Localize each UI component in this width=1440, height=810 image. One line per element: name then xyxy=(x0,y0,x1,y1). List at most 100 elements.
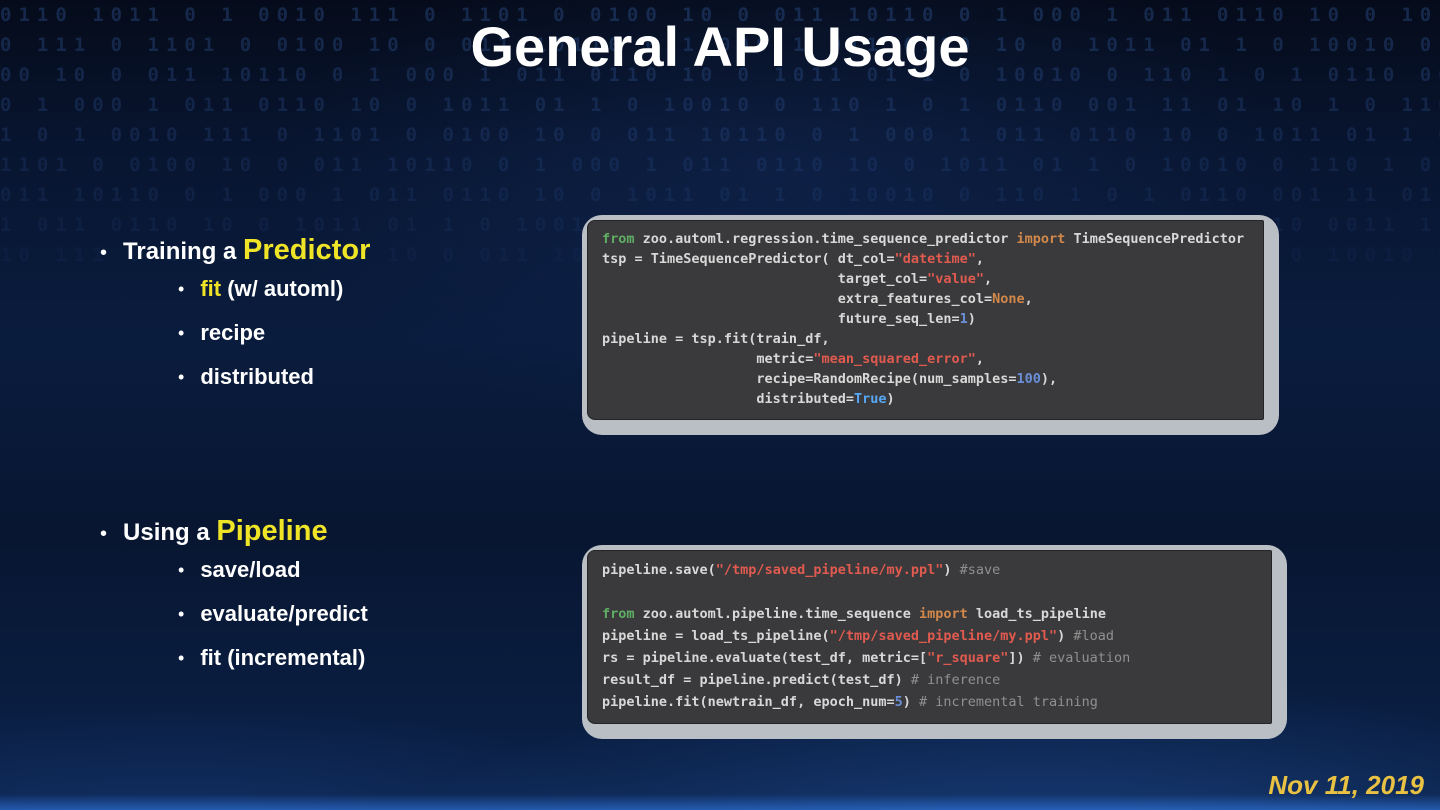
binary-row: 011 10110 0 1 000 1 011 0110 10 0 1011 0… xyxy=(0,184,1440,206)
code-token: True xyxy=(853,391,887,407)
code-line: extra_features_col=None, xyxy=(602,289,1254,309)
code-token: future_seq_len= xyxy=(602,311,960,327)
code-token: , xyxy=(984,271,993,287)
code-box: from zoo.automl.regression.time_sequence… xyxy=(587,220,1264,420)
code-token: tsp = TimeSequencePredictor( dt_col= xyxy=(602,251,895,267)
binary-row: 0 1 000 1 011 0110 10 0 1011 01 1 0 1001… xyxy=(0,94,1440,116)
code-token: ) xyxy=(902,694,920,710)
code-token: TimeSequencePredictor xyxy=(1065,231,1245,247)
code-line: future_seq_len=1) xyxy=(602,309,1254,329)
code-token: result_df = pipeline.predict(test_df) xyxy=(602,672,911,688)
bullet-group-1: • Training a Predictor • fit (w/ automl) • re… xyxy=(100,234,370,399)
bullet-icon: • xyxy=(178,603,185,624)
code-token: "/tmp/saved_pipeline/my.ppl" xyxy=(829,628,1058,644)
bullet-text: (w/ automl) xyxy=(221,276,344,301)
code-token: metric= xyxy=(602,351,814,367)
bottom-glow-decoration xyxy=(0,794,1440,810)
code-line: distributed=True) xyxy=(602,389,1254,409)
code-token: "mean_squared_error" xyxy=(813,351,976,367)
bullet-text: evaluate/predict xyxy=(200,601,368,626)
bullet-sub-label: recipe xyxy=(200,320,265,346)
code-block-pipeline: pipeline.save("/tmp/saved_pipeline/my.pp… xyxy=(582,545,1287,739)
code-token: load_ts_pipeline xyxy=(967,606,1106,622)
code-token: # inference xyxy=(910,672,1001,688)
code-token: distributed= xyxy=(602,391,854,407)
code-line: target_col="value", xyxy=(602,269,1254,289)
code-token: zoo.automl.regression.time_sequence_pred… xyxy=(634,231,1017,247)
code-token: import xyxy=(919,606,968,622)
code-line: from zoo.automl.regression.time_sequence… xyxy=(602,229,1254,249)
code-token: extra_features_col= xyxy=(602,291,993,307)
code-token: pipeline = load_ts_pipeline( xyxy=(602,628,830,644)
code-token: 1 xyxy=(959,311,968,327)
code-token: ) xyxy=(967,311,976,327)
highlight-text: Predictor xyxy=(243,234,371,266)
code-token: zoo.automl.pipeline.time_sequence xyxy=(634,606,919,622)
code-token: ]) xyxy=(1008,650,1033,666)
highlight-text: fit xyxy=(200,276,222,301)
code-token: #save xyxy=(959,562,1001,578)
binary-row: 1 0 1 0010 111 0 1101 0 0100 10 0 011 10… xyxy=(0,124,1440,146)
code-token: 100 xyxy=(1016,371,1041,387)
code-token: "r_square" xyxy=(927,650,1009,666)
code-line: recipe=RandomRecipe(num_samples=100), xyxy=(602,369,1254,389)
bullet-icon: • xyxy=(178,322,185,343)
code-token: ) xyxy=(886,391,895,407)
bullet-icon: • xyxy=(178,366,185,387)
bullet-main: •Using a Pipeline xyxy=(100,515,368,548)
code-line: pipeline.save("/tmp/saved_pipeline/my.pp… xyxy=(602,559,1262,581)
code-token: from xyxy=(602,231,635,247)
code-token: import xyxy=(1016,231,1066,247)
slide-date: Nov 11, 2019 xyxy=(1268,770,1424,800)
code-token: "datetime" xyxy=(894,251,976,267)
bullet-sub: • distributed xyxy=(178,355,370,399)
code-token: None xyxy=(992,291,1025,307)
bullet-sub: • fit (w/ automl) xyxy=(178,267,370,311)
bullet-sub-label: fit (incremental) xyxy=(200,645,365,671)
bullet-text: Using a xyxy=(123,519,217,546)
code-line: from zoo.automl.pipeline.time_sequence i… xyxy=(602,603,1262,625)
bullet-icon: • xyxy=(178,559,185,580)
code-line: tsp = TimeSequencePredictor( dt_col="dat… xyxy=(602,249,1254,269)
code-token: , xyxy=(975,251,985,267)
bullet-icon: • xyxy=(178,278,185,299)
bullet-sub: • evaluate/predict xyxy=(178,592,368,636)
code-token: ), xyxy=(1040,371,1058,387)
bullet-sub-label: distributed xyxy=(200,364,314,390)
code-token: , xyxy=(1024,291,1033,307)
code-token: #load xyxy=(1073,628,1115,644)
code-token: 5 xyxy=(894,694,903,710)
bullet-sub: • save/load xyxy=(178,548,368,592)
code-token: rs = pipeline.evaluate(test_df, metric=[ xyxy=(602,650,928,666)
code-block-predictor: from zoo.automl.regression.time_sequence… xyxy=(582,215,1279,435)
code-line: result_df = pipeline.predict(test_df) # … xyxy=(602,669,1262,691)
slide-title: General API Usage xyxy=(470,15,970,78)
code-line: pipeline.fit(newtrain_df, epoch_num=5) #… xyxy=(602,691,1262,713)
bullet-sub-label: fit (w/ automl) xyxy=(200,276,343,302)
binary-row: 1101 0 0100 10 0 011 10110 0 1 000 1 011… xyxy=(0,154,1440,176)
code-token: ) xyxy=(943,562,960,578)
bullet-icon: • xyxy=(100,242,108,264)
bullet-text: save/load xyxy=(200,557,301,582)
bullet-icon: • xyxy=(178,647,185,668)
bullet-group-2: •Using a Pipeline•save/load•evaluate/pre… xyxy=(100,515,368,680)
bullet-text: fit (incremental) xyxy=(200,645,366,670)
code-token: , xyxy=(975,351,985,367)
highlight-text: Pipeline xyxy=(216,515,328,547)
code-line: pipeline = tsp.fit(train_df, xyxy=(602,329,1254,349)
bullet-sub-label: save/load xyxy=(200,557,300,583)
code-line: rs = pipeline.evaluate(test_df, metric=[… xyxy=(602,647,1262,669)
code-token: ) xyxy=(1057,628,1074,644)
bullet-main: • Training a Predictor xyxy=(100,234,370,267)
code-line: metric="mean_squared_error", xyxy=(602,349,1254,369)
code-token: pipeline.save( xyxy=(602,562,716,578)
code-token: "/tmp/saved_pipeline/my.ppl" xyxy=(715,562,944,578)
code-token: from xyxy=(602,606,635,622)
bullet-text: distributed xyxy=(200,364,314,389)
code-token: pipeline.fit(newtrain_df, epoch_num= xyxy=(602,694,895,710)
bullet-text: Training a xyxy=(123,238,244,265)
code-line xyxy=(602,581,1262,603)
code-line: pipeline = load_ts_pipeline("/tmp/saved_… xyxy=(602,625,1262,647)
code-token: recipe=RandomRecipe(num_samples= xyxy=(602,371,1017,387)
